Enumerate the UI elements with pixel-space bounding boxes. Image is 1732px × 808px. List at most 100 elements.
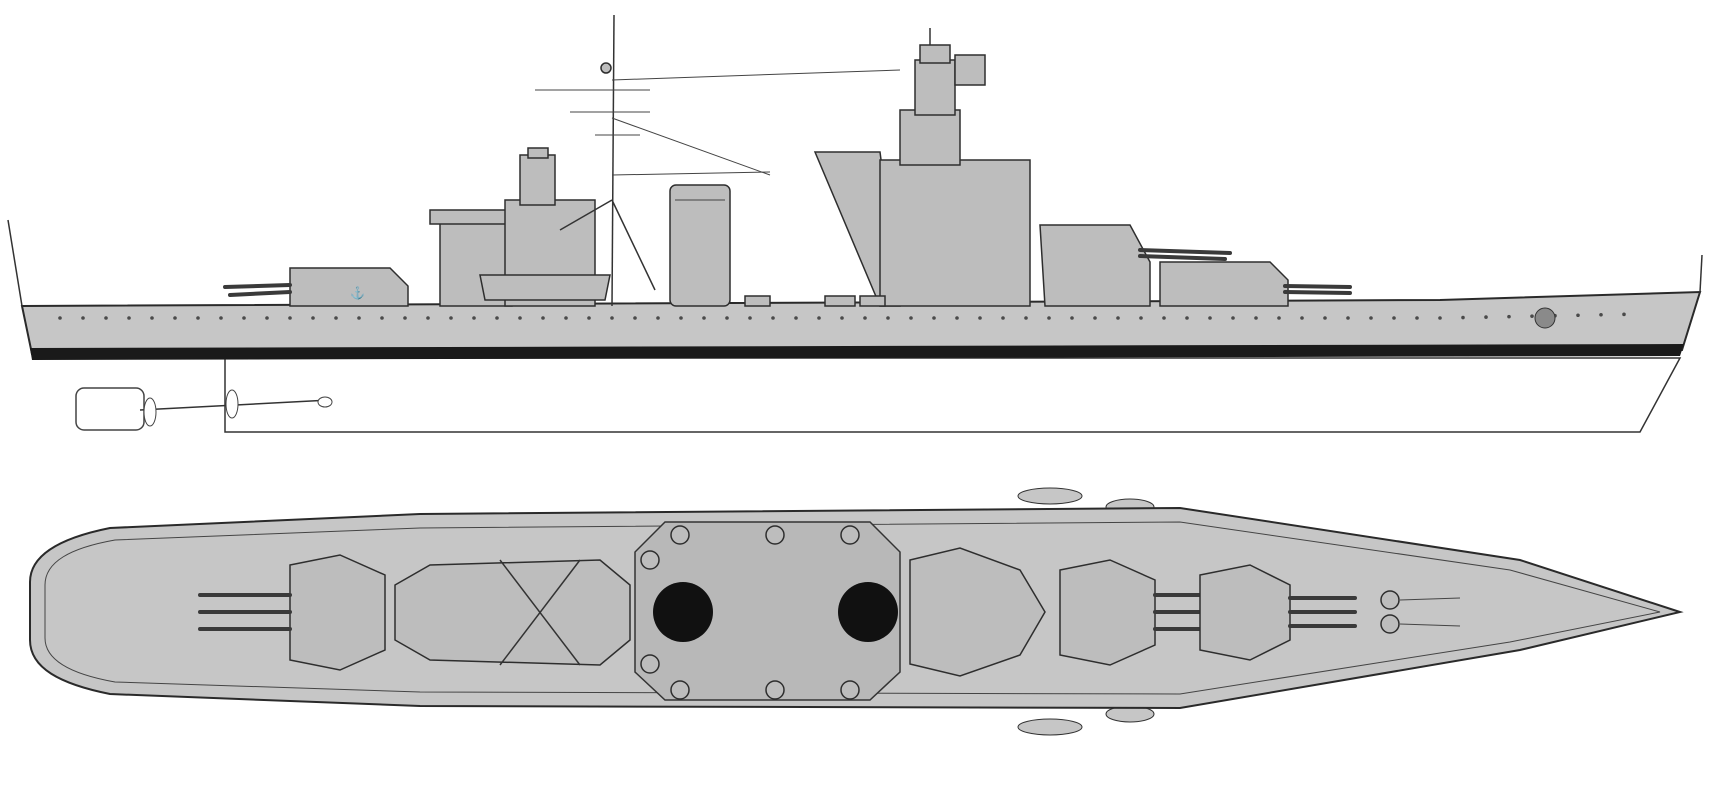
boot-stripe (30, 344, 1684, 360)
porthole (1576, 313, 1580, 318)
porthole (58, 316, 62, 320)
rudder-propeller-assembly (75, 387, 333, 431)
porthole (311, 316, 315, 320)
porthole (242, 316, 246, 320)
porthole (1139, 316, 1143, 320)
porthole (932, 316, 936, 320)
porthole (1369, 316, 1373, 320)
porthole (1185, 316, 1189, 320)
bow-anchor (1534, 307, 1556, 329)
deck-fittings (744, 295, 886, 307)
porthole (955, 316, 959, 320)
propeller (225, 389, 239, 419)
porthole (840, 316, 844, 320)
porthole (1208, 316, 1212, 320)
funnel-cap-forward (838, 582, 898, 642)
porthole (909, 316, 913, 320)
secondary-gun-mount (840, 680, 860, 700)
porthole (380, 316, 384, 320)
porthole (288, 316, 292, 320)
porthole (978, 316, 982, 320)
central-deck (634, 521, 901, 701)
secondary-gun-mount (765, 525, 785, 545)
porthole (725, 316, 729, 320)
secondary-gun-mount (765, 680, 785, 700)
porthole (1162, 316, 1166, 320)
lower-hull (224, 357, 1682, 433)
main-mast (535, 14, 901, 307)
porthole (81, 316, 85, 320)
porthole (1047, 316, 1051, 320)
porthole (1622, 312, 1626, 317)
turret-marking: ⚓ (350, 286, 365, 300)
porthole (173, 316, 177, 320)
porthole (1254, 316, 1258, 320)
porthole (1346, 316, 1350, 320)
porthole (1093, 316, 1097, 320)
side-profile-view: ⚓ (7, 14, 1703, 433)
porthole (403, 316, 407, 320)
porthole (219, 316, 223, 320)
stern-flagstaff (7, 219, 23, 307)
porthole (357, 316, 361, 320)
porthole (564, 316, 568, 320)
porthole (1070, 316, 1074, 320)
funnel-cap-aft (653, 582, 713, 642)
porthole (541, 316, 545, 320)
propeller (143, 397, 157, 427)
aft-superstructure (429, 147, 611, 307)
porthole (794, 316, 798, 320)
plan-forward-superstructure (909, 547, 1046, 677)
secondary-gun-mount (640, 550, 660, 570)
porthole (886, 316, 890, 320)
secondary-mounts (640, 525, 860, 700)
forward-turret-b (1039, 224, 1232, 307)
plan-forward-turret-a (1199, 564, 1357, 661)
bow-capstans (1380, 590, 1461, 634)
porthole (426, 316, 430, 320)
secondary-gun-mount (840, 525, 860, 545)
secondary-gun-mount (670, 525, 690, 545)
boat (1017, 718, 1083, 736)
funnel (669, 184, 731, 307)
porthole (150, 316, 154, 320)
porthole (1484, 315, 1488, 319)
porthole (104, 316, 108, 320)
secondary-gun-mount (640, 654, 660, 674)
porthole (518, 316, 522, 320)
aft-turret: ⚓ (223, 267, 409, 307)
porthole (1001, 316, 1005, 320)
porthole (1231, 316, 1235, 320)
porthole (127, 316, 131, 320)
porthole (265, 316, 269, 320)
porthole (748, 316, 752, 320)
porthole (656, 316, 660, 320)
porthole (495, 316, 499, 320)
porthole (1599, 312, 1603, 317)
porthole-row (58, 312, 1626, 320)
plan-hull-inner (44, 521, 1661, 695)
plan-view (29, 487, 1684, 736)
porthole (1461, 315, 1465, 320)
porthole (196, 316, 200, 320)
forward-superstructure (813, 28, 1031, 307)
porthole (633, 316, 637, 320)
porthole (334, 316, 338, 320)
porthole (817, 316, 821, 320)
porthole (702, 316, 706, 320)
porthole (1507, 314, 1511, 319)
porthole (1277, 316, 1281, 320)
porthole (587, 316, 591, 320)
porthole (1392, 316, 1396, 320)
porthole (449, 316, 453, 320)
porthole (679, 316, 683, 320)
porthole (1024, 316, 1028, 320)
porthole (1438, 316, 1442, 320)
porthole (610, 316, 614, 320)
rudder (75, 387, 145, 431)
porthole (771, 316, 775, 320)
boat (1017, 487, 1083, 505)
porthole (863, 316, 867, 320)
plan-aft-superstructure (394, 559, 631, 666)
